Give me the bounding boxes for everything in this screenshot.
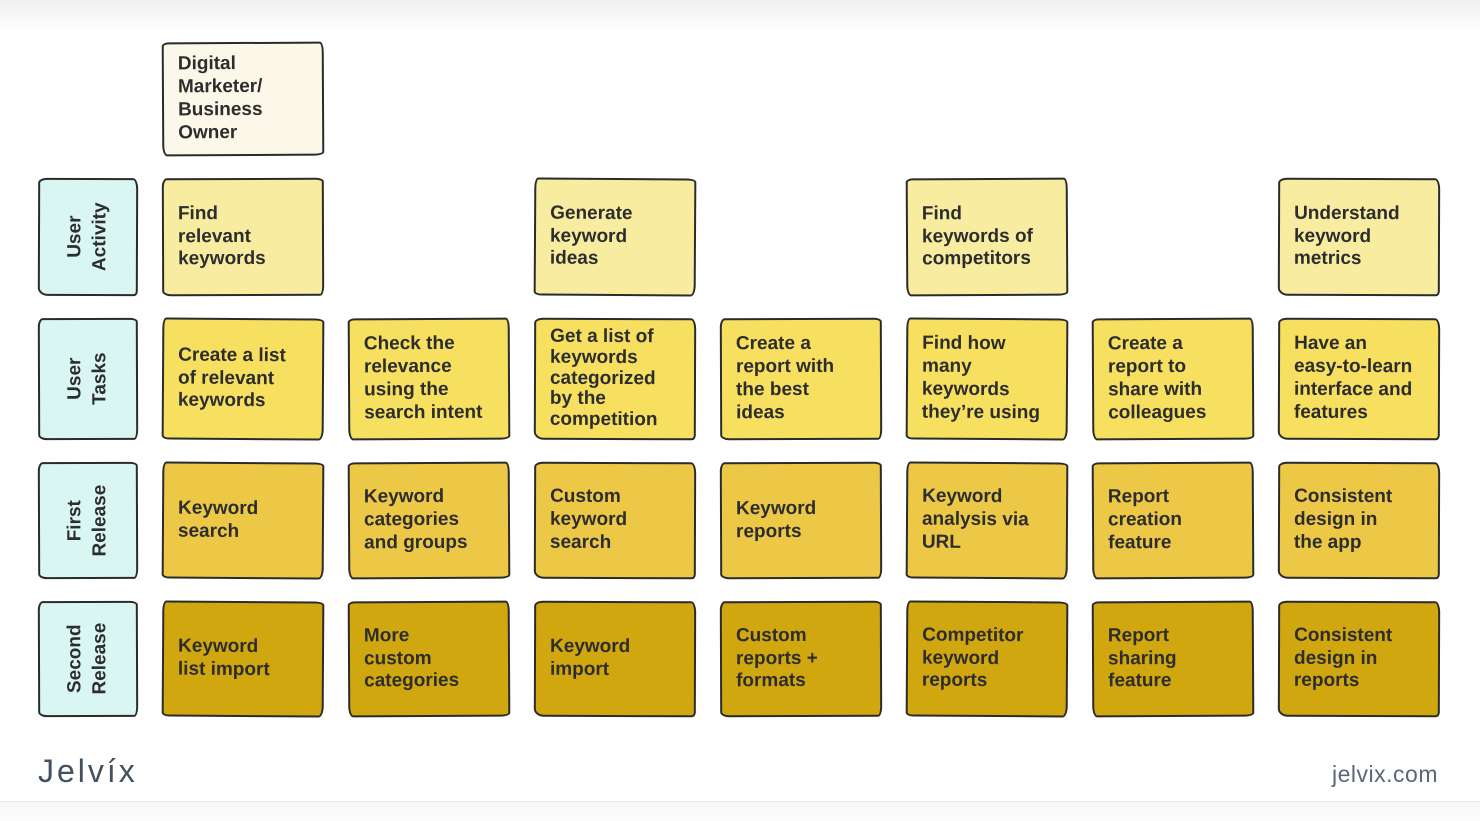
row-label-user-tasks: User Tasks — [37, 317, 139, 441]
card-first-release-3: Custom keyword search — [533, 461, 697, 580]
row-label-text: User Activity — [64, 202, 111, 272]
card-second-release-6: Report sharing feature — [1091, 600, 1255, 718]
website-url: jelvix.com — [1332, 761, 1438, 787]
row-label-second-release: Second Release — [37, 600, 139, 718]
card-task-3: Get a list of keywords categorized by th… — [533, 317, 697, 441]
card-first-release-5: Keyword analysis via URL — [905, 461, 1069, 580]
persona-card: Digital Marketer/ Business Owner — [161, 41, 325, 157]
row-label-user-activity: User Activity — [37, 177, 139, 297]
jelvix-logo: Jelvíx — [38, 753, 138, 789]
row-label-text: First Release — [64, 484, 111, 557]
card-second-release-7: Consistent design in reports — [1277, 600, 1441, 718]
card-task-2: Check the relevance using the search int… — [347, 317, 511, 441]
card-task-5: Find how many keywords they’re using — [905, 317, 1069, 441]
card-first-release-4: Keyword reports — [719, 461, 883, 580]
row-label-text: User Tasks — [64, 352, 111, 406]
row-label-first-release: First Release — [37, 461, 139, 580]
card-activity-3: Find keywords of competitors — [905, 177, 1069, 297]
card-activity-1: Find relevant keywords — [161, 177, 325, 297]
card-second-release-1: Keyword list import — [161, 600, 325, 718]
story-map-board: Digital Marketer/ Business Owner User Ac… — [37, 41, 1441, 718]
card-second-release-3: Keyword import — [533, 600, 697, 718]
card-task-7: Have an easy-to-learn interface and feat… — [1277, 317, 1441, 441]
card-task-4: Create a report with the best ideas — [719, 317, 883, 441]
card-second-release-2: More custom categories — [347, 600, 511, 718]
card-first-release-6: Report creation feature — [1091, 461, 1255, 580]
card-activity-4: Understand keyword metrics — [1277, 177, 1441, 297]
bottom-band — [0, 801, 1480, 821]
card-second-release-4: Custom reports + formats — [719, 600, 883, 718]
card-task-1: Create a list of relevant keywords — [161, 317, 325, 441]
row-label-text: Second Release — [64, 623, 111, 695]
top-fade — [0, 0, 1480, 30]
card-first-release-2: Keyword categories and groups — [347, 461, 511, 580]
card-first-release-7: Consistent design in the app — [1277, 461, 1441, 580]
card-activity-2: Generate keyword ideas — [533, 177, 697, 297]
card-first-release-1: Keyword search — [161, 461, 325, 580]
card-task-6: Create a report to share with colleagues — [1091, 317, 1255, 441]
card-second-release-5: Competitor keyword reports — [905, 600, 1069, 718]
